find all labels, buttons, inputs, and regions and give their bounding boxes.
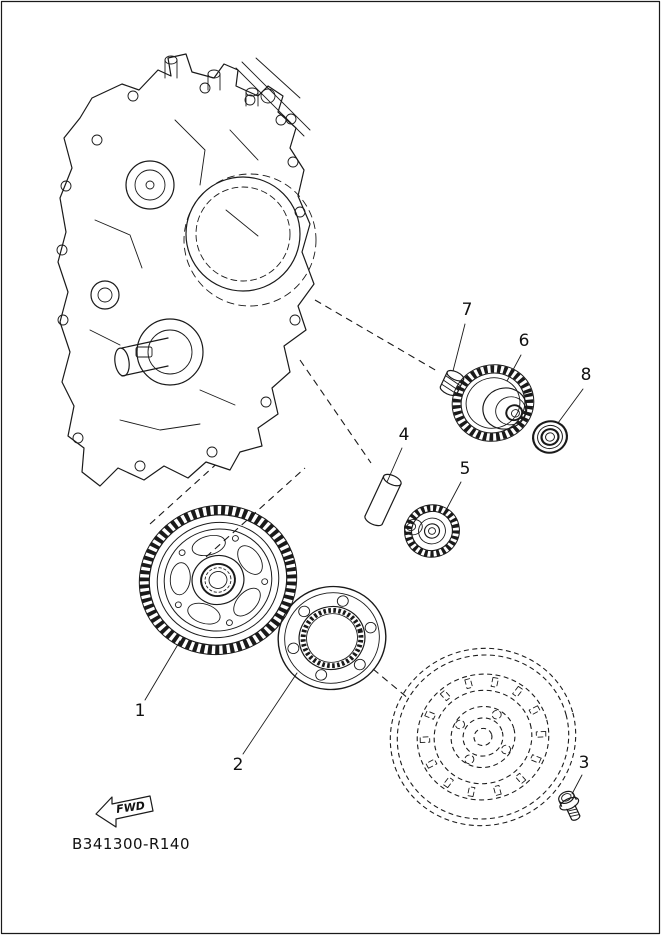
- callout-4: 4: [399, 425, 410, 445]
- cylinder-studs: [164, 55, 311, 137]
- flywheel-rotor: [389, 647, 577, 827]
- case-bolt-holes: [56, 82, 306, 472]
- callout-7: 7: [462, 300, 473, 320]
- flywheel-magnets: [419, 676, 547, 798]
- fwd-arrow: FWD: [95, 795, 154, 828]
- callout-2: 2: [233, 755, 244, 775]
- part-4-shaft: [364, 473, 402, 527]
- callout-8: 8: [581, 365, 592, 385]
- assembly-axis-lines: [149, 299, 438, 700]
- diagram-code: B341300-R140: [72, 835, 190, 853]
- part-1-starter-gear: [138, 504, 298, 656]
- case-ribs: [89, 119, 259, 431]
- part-8-bearing: [531, 420, 569, 454]
- callout-numbers: 1 2 3 4 5 6 7 8: [135, 300, 592, 775]
- part-2-starter-clutch: [277, 585, 387, 691]
- callout-leader-lines: [144, 323, 584, 795]
- callout-5: 5: [460, 459, 471, 479]
- callout-3: 3: [579, 753, 590, 773]
- part-6-drive-gear: [451, 364, 535, 442]
- part-7-spring: [439, 369, 465, 397]
- callout-1: 1: [135, 701, 146, 721]
- crankshaft-end: [114, 318, 204, 386]
- part-5-idler-gear: [404, 504, 460, 558]
- fwd-arrow-label: FWD: [115, 799, 145, 816]
- callout-6: 6: [519, 331, 530, 351]
- part-3-bolt: [558, 790, 581, 821]
- engine-crankcase: [56, 53, 317, 487]
